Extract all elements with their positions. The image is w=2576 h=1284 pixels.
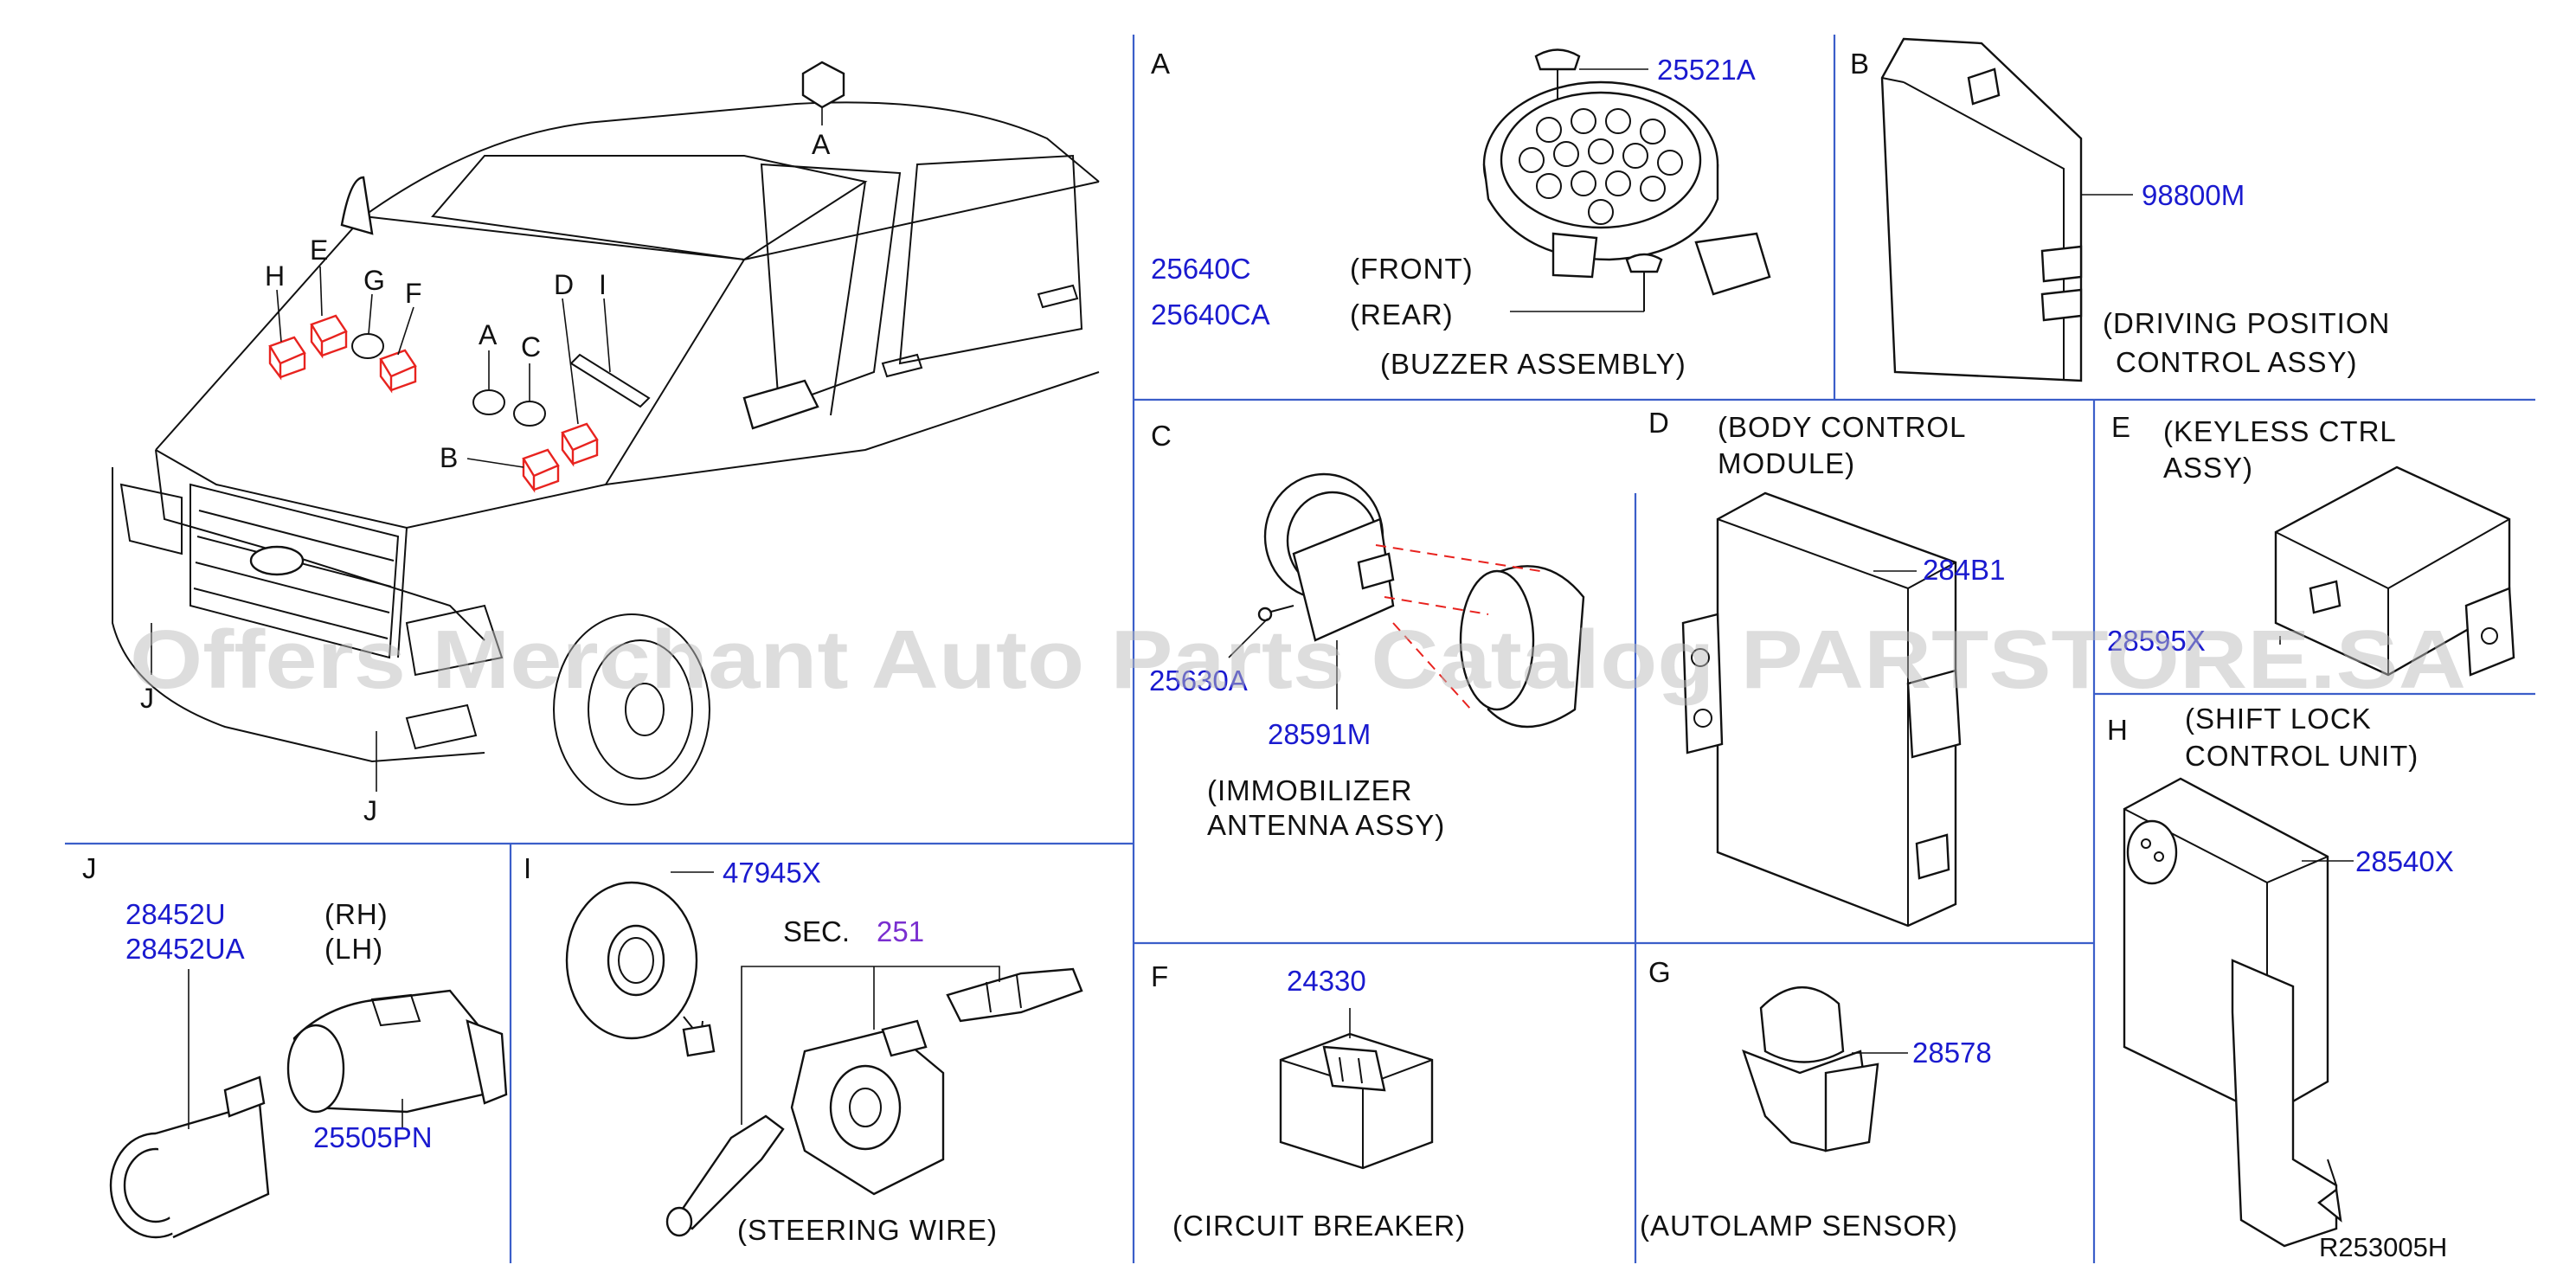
panel-a: A (1151, 48, 1771, 312)
callout-e: E (310, 234, 328, 266)
callout-a-top: A (812, 129, 831, 160)
panel-h-title-2: CONTROL UNIT) (2185, 740, 2419, 772)
panel-i-letter: I (524, 852, 532, 884)
vehicle-overview (112, 61, 1100, 806)
panel-g-letter: G (1648, 956, 1672, 988)
callout-g: G (363, 265, 385, 296)
panel-j-letter: J (82, 852, 98, 884)
panel-d-title-1: (BODY CONTROL (1718, 411, 1966, 443)
panel-i-title: (STEERING WIRE) (737, 1214, 998, 1246)
callout-c: C (521, 331, 541, 363)
part-25521a[interactable]: 25521A (1657, 54, 1756, 86)
panel-j: J (82, 852, 508, 1239)
part-25640c[interactable]: 25640C (1151, 253, 1251, 285)
panel-c-title-1: (IMMOBILIZER (1207, 774, 1413, 806)
panel-b: B (1850, 37, 2133, 382)
panel-a-letter: A (1151, 48, 1171, 80)
panel-c: C (1151, 420, 1585, 729)
panel-f-letter: F (1151, 960, 1169, 992)
panel-c-title-2: ANTENNA ASSY) (1207, 809, 1445, 841)
panel-e-title-1: (KEYLESS CTRL (2163, 415, 2397, 447)
panel-g: G (1648, 956, 1908, 1152)
part-28591m[interactable]: 28591M (1268, 718, 1371, 750)
callout-j-left: J (140, 683, 154, 714)
panel-c-letter: C (1151, 420, 1172, 452)
panel-e-title-2: ASSY) (2163, 452, 2253, 484)
callout-h: H (265, 260, 285, 292)
panel-f-title: (CIRCUIT BREAKER) (1172, 1210, 1466, 1242)
part-98800m[interactable]: 98800M (2142, 179, 2245, 211)
panel-g-title: (AUTOLAMP SENSOR) (1640, 1210, 1958, 1242)
qualifier-front: (FRONT) (1350, 253, 1474, 285)
part-28578[interactable]: 28578 (1912, 1037, 1992, 1069)
qualifier-rear: (REAR) (1350, 299, 1454, 331)
section-label: SEC. (783, 915, 850, 947)
part-28595x[interactable]: 28595X (2107, 625, 2206, 657)
watermark-text: Offers Merchant Auto Parts Catalog PARTS… (130, 613, 2466, 706)
section-number[interactable]: 251 (877, 915, 924, 947)
panel-d: D (1648, 407, 1962, 928)
part-25505pn[interactable]: 25505PN (313, 1121, 433, 1153)
part-284b1[interactable]: 284B1 (1923, 554, 2005, 586)
qualifier-rh: (RH) (324, 898, 389, 930)
panel-a-title: (BUZZER ASSEMBLY) (1380, 348, 1686, 380)
qualifier-lh: (LH) (324, 933, 383, 965)
panel-b-title-1: (DRIVING POSITION (2103, 307, 2390, 339)
panel-grid (65, 35, 2535, 1263)
callout-d: D (554, 269, 574, 300)
panel-b-title-2: CONTROL ASSY) (2116, 346, 2358, 378)
callout-f: F (405, 278, 422, 309)
callout-i: I (599, 269, 607, 300)
part-28452u[interactable]: 28452U (125, 898, 226, 930)
panel-d-letter: D (1648, 407, 1670, 439)
panel-h: H (2107, 714, 2354, 1248)
part-28452ua[interactable]: 28452UA (125, 933, 245, 965)
callout-j-bottom: J (363, 795, 377, 826)
reference-code: R253005H (2319, 1232, 2447, 1262)
part-24330[interactable]: 24330 (1287, 965, 1366, 997)
panel-f: F (1151, 960, 1434, 1170)
part-25640ca[interactable]: 25640CA (1151, 299, 1270, 331)
part-28540x[interactable]: 28540X (2355, 845, 2454, 877)
panel-e-letter: E (2111, 411, 2131, 443)
part-25630a[interactable]: 25630A (1149, 664, 1248, 697)
panel-b-letter: B (1850, 48, 1870, 80)
part-47945x[interactable]: 47945X (723, 857, 821, 889)
callout-a: A (479, 319, 498, 350)
panel-h-title-1: (SHIFT LOCK (2185, 703, 2372, 735)
panel-d-title-2: MODULE) (1718, 447, 1855, 479)
panel-h-letter: H (2107, 714, 2129, 746)
panel-e: E (2111, 411, 2515, 677)
panel-i: I (524, 852, 1083, 1237)
callout-b: B (440, 442, 458, 473)
